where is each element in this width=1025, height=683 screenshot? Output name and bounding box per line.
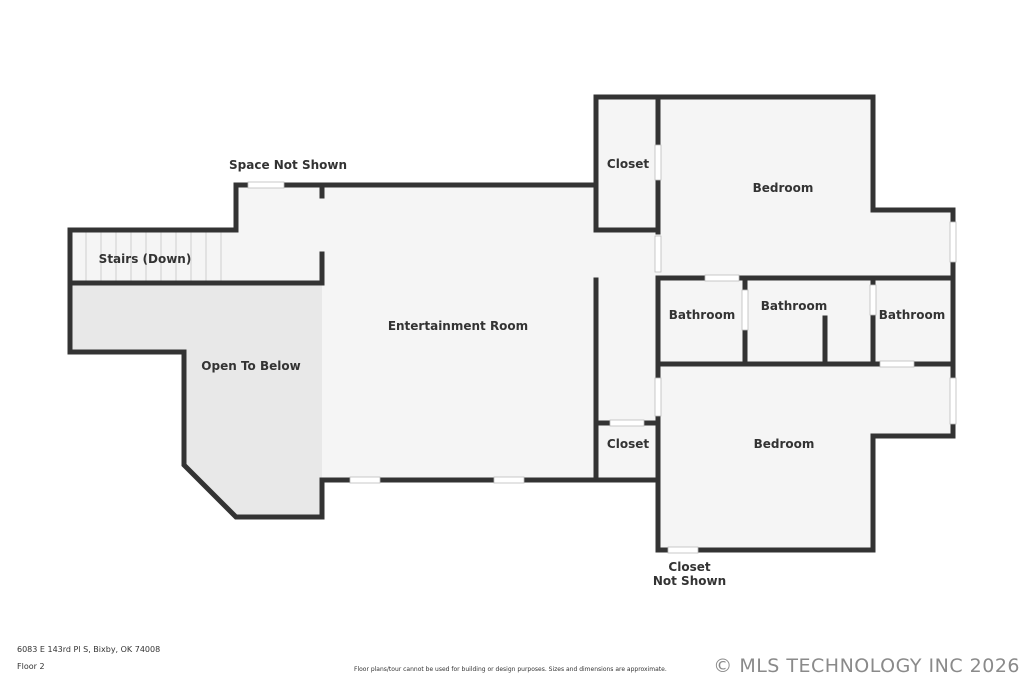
watermark: © MLS TECHNOLOGY INC 2026 xyxy=(713,655,1020,677)
room-label-bedroom-top: Bedroom xyxy=(752,181,814,195)
room-label-bathroom-left: Bathroom xyxy=(668,308,736,322)
bedroom-top-floor xyxy=(658,97,953,278)
stair-treads xyxy=(85,232,222,281)
room-label-entertainment: Entertainment Room xyxy=(387,319,529,333)
stairs-floor xyxy=(70,230,236,283)
hall-floor xyxy=(596,230,658,423)
open-to-below-floor xyxy=(70,283,322,517)
closet-bottom-floor xyxy=(596,423,658,480)
address: 6083 E 143rd Pl S, Bixby, OK 74008 xyxy=(17,645,161,654)
room-label-bathroom-right: Bathroom xyxy=(878,308,946,322)
note-space-not-shown: Space Not Shown xyxy=(229,158,348,172)
bathroom-row-floor xyxy=(658,278,953,364)
room-label-open-to-below: Open To Below xyxy=(201,359,301,373)
room-label-bedroom-bottom: Bedroom xyxy=(753,437,815,451)
room-label-bathroom-middle: Bathroom xyxy=(760,299,828,313)
room-label-closet-top: Closet xyxy=(606,157,650,171)
disclaimer: Floor plans/tour cannot be used for buil… xyxy=(354,666,667,673)
note-closet-not-shown: Closet Not Shown xyxy=(652,560,727,588)
floor-fills xyxy=(70,97,953,550)
openings xyxy=(247,144,957,554)
entry-floor xyxy=(236,185,322,283)
closet-top-floor xyxy=(596,97,658,230)
entertainment-floor xyxy=(322,185,596,480)
floor-label: Floor 2 xyxy=(17,662,45,671)
room-label-closet-bottom: Closet xyxy=(606,437,650,451)
bedroom-bottom-floor xyxy=(658,364,953,550)
room-label-stairs: Stairs (Down) xyxy=(98,252,192,266)
note-closet-not-shown-line2: Not Shown xyxy=(652,574,727,588)
note-closet-not-shown-line1: Closet xyxy=(668,560,711,574)
